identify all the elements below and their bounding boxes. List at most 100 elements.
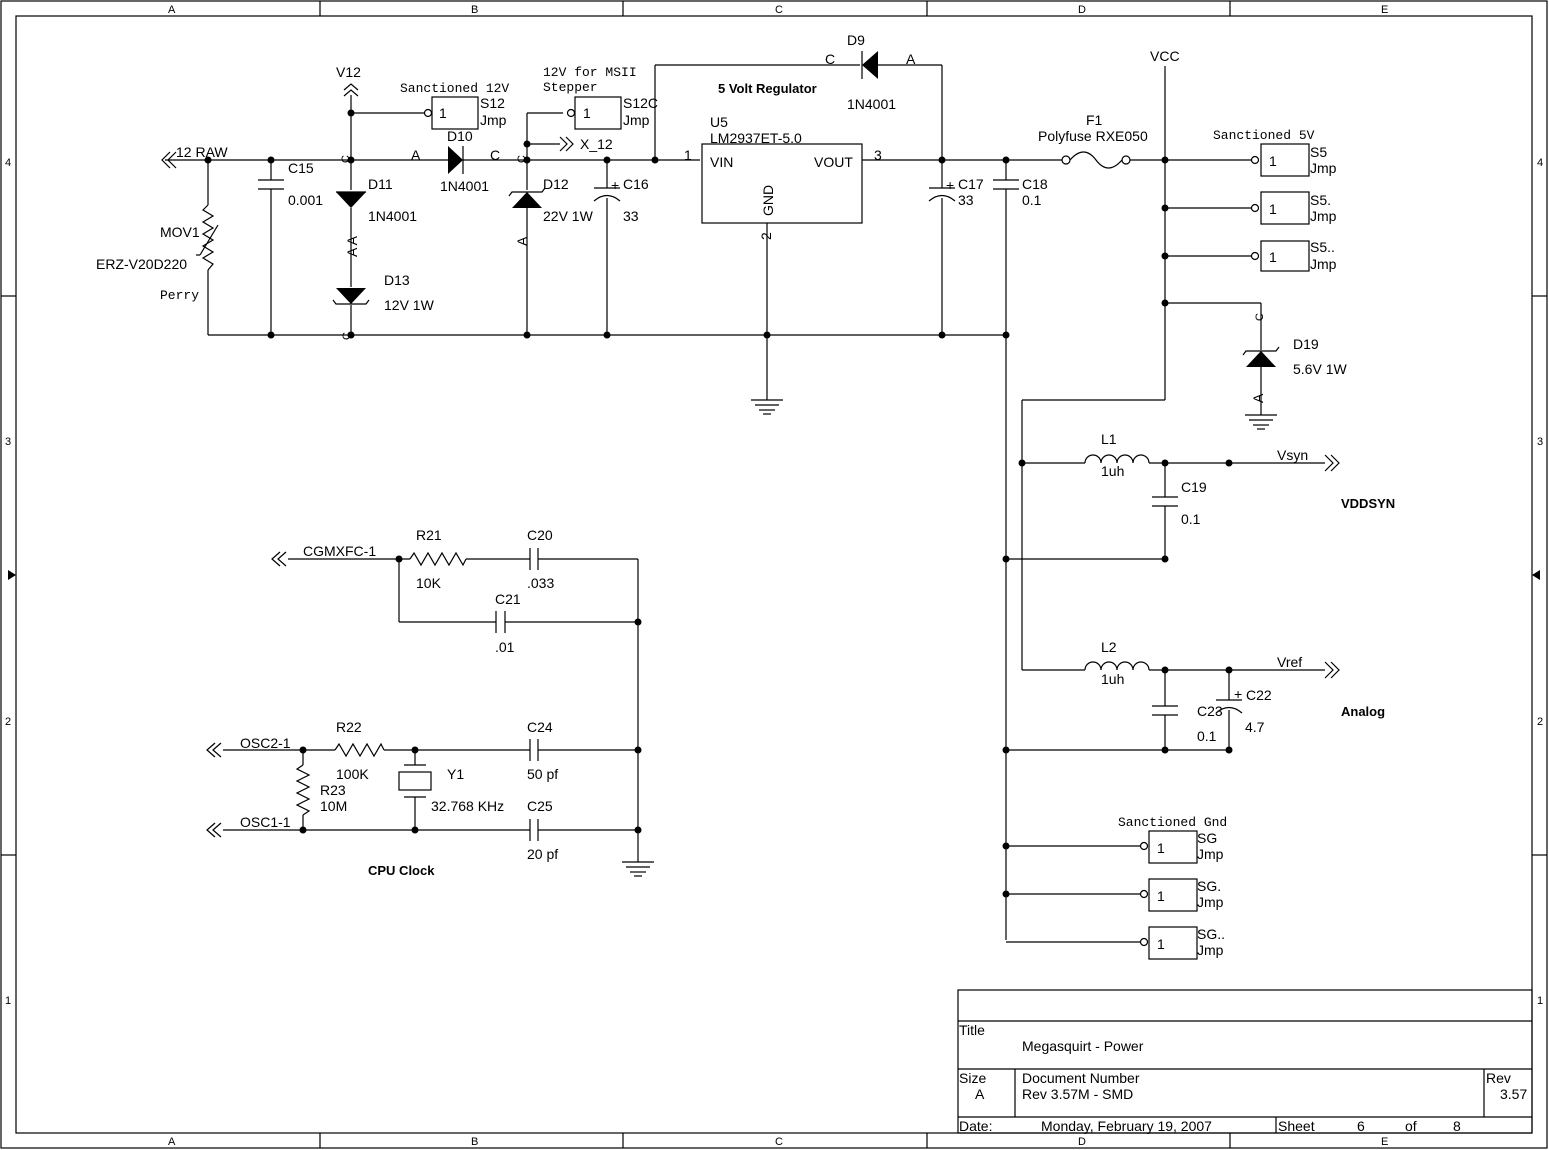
c21-value: .01 xyxy=(495,639,515,655)
raw12-connector: 12 RAW xyxy=(161,144,228,169)
d12: D12 22V 1W C A xyxy=(508,155,594,246)
r22-label: R22 xyxy=(336,719,362,735)
date-label: Date: xyxy=(959,1118,992,1134)
mov1-note: Perry xyxy=(160,288,199,303)
mov1-part: ERZ-V20D220 xyxy=(96,256,187,272)
sg-label: SG xyxy=(1197,830,1217,846)
sanctioned-5v-jumpers: Sanctioned 5V 1 S5 Jmp 1 S5. Jmp 1 S5.. … xyxy=(1165,128,1337,272)
svg-text:Jmp: Jmp xyxy=(1197,894,1224,910)
s12c-jumper: 12V for MSII Stepper 1 S12C Jmp xyxy=(543,65,658,130)
svg-text:1: 1 xyxy=(1269,249,1277,265)
date-value: Monday, February 19, 2007 xyxy=(1041,1118,1212,1134)
d19-value: 5.6V 1W xyxy=(1293,361,1347,377)
svg-text:C: C xyxy=(825,51,835,67)
stepper-label: Stepper xyxy=(543,80,598,95)
svg-text:GND: GND xyxy=(760,185,776,216)
c16-value: 33 xyxy=(623,208,639,224)
column-labels-top: A B C D E xyxy=(168,4,1388,16)
x12-net: X_12 xyxy=(559,136,613,152)
c23-value: 0.1 xyxy=(1197,728,1217,744)
sheet-total: 8 xyxy=(1453,1118,1461,1134)
sanctioned5-label: Sanctioned 5V xyxy=(1213,128,1315,143)
col-b: B xyxy=(471,4,478,16)
svg-text:1: 1 xyxy=(439,105,447,121)
of-label: of xyxy=(1405,1118,1417,1134)
oscillator-circuit: OSC2-1 OSC1-1 R22 100K R23 10M Y1 32.768… xyxy=(206,719,654,878)
d13: D13 12V 1W C xyxy=(332,272,435,340)
row-labels: 4 3 2 1 4 3 2 1 xyxy=(5,157,1543,1007)
s5b-label: S5.. xyxy=(1310,239,1335,255)
row-2: 2 xyxy=(1537,716,1543,728)
c15-value: 0.001 xyxy=(288,192,323,208)
svg-text:Jmp: Jmp xyxy=(1197,846,1224,862)
c19-label: C19 xyxy=(1181,479,1207,495)
v12-label: V12 xyxy=(336,64,361,80)
column-labels-bottom: A B C D E xyxy=(168,1136,1388,1148)
svg-text:A: A xyxy=(1250,393,1266,403)
col-a: A xyxy=(168,1136,176,1148)
row-1: 1 xyxy=(5,995,11,1007)
d13-label: D13 xyxy=(384,272,410,288)
vcc-label: VCC xyxy=(1150,48,1180,64)
s5-label: S5 xyxy=(1310,144,1327,160)
osc1-label: OSC1-1 xyxy=(240,814,291,830)
osc2-label: OSC2-1 xyxy=(240,735,291,751)
c16: + C16 33 xyxy=(593,176,649,224)
l2-label: L2 xyxy=(1101,639,1117,655)
col-e: E xyxy=(1381,1136,1388,1148)
svg-text:1: 1 xyxy=(583,105,591,121)
svg-text:Jmp: Jmp xyxy=(1197,942,1224,958)
col-e: E xyxy=(1381,4,1388,16)
c22-label: C22 xyxy=(1246,687,1272,703)
r22-value: 100K xyxy=(336,766,369,782)
d11-part: 1N4001 xyxy=(368,208,417,224)
col-b: B xyxy=(471,1136,478,1148)
c15: C15 0.001 xyxy=(258,160,323,208)
c25-label: C25 xyxy=(527,798,553,814)
y1-label: Y1 xyxy=(447,766,464,782)
c17-label: C17 xyxy=(958,176,984,192)
regulator-title: 5 Volt Regulator xyxy=(718,81,817,96)
cgmxfc-label: CGMXFC-1 xyxy=(303,543,376,559)
d19: D19 5.6V 1W C A xyxy=(1165,302,1347,430)
u5-regulator: 5 Volt Regulator U5 LM2937ET-5.0 VIN VOU… xyxy=(684,81,882,240)
title-value: Megasquirt - Power xyxy=(1022,1038,1144,1054)
d11-label: D11 xyxy=(368,176,393,192)
d10: D10 1N4001 A C xyxy=(411,128,500,194)
c21-label: C21 xyxy=(495,591,521,607)
vref-label: Vref xyxy=(1277,654,1302,670)
svg-text:C: C xyxy=(341,332,353,340)
d9: D9 1N4001 C A xyxy=(825,32,916,112)
svg-text:1: 1 xyxy=(1157,840,1165,856)
col-a: A xyxy=(168,4,176,16)
svg-text:Jmp: Jmp xyxy=(1310,160,1337,176)
cpu-clock-label: CPU Clock xyxy=(368,863,435,878)
u5-part: LM2937ET-5.0 xyxy=(710,130,802,146)
r21-value: 10K xyxy=(416,575,442,591)
f1-polyfuse: F1 Polyfuse RXE050 xyxy=(1038,112,1148,169)
svg-text:+: + xyxy=(1234,686,1242,702)
s12-label: S12 xyxy=(480,95,505,111)
sga-label: SG. xyxy=(1197,878,1221,894)
cgmxfc-filter: CGMXFC-1 R21 10K C20 .033 C21 .01 xyxy=(271,527,639,862)
c25-value: 20 pf xyxy=(527,846,558,862)
svg-text:C: C xyxy=(490,147,500,163)
svg-text:VIN: VIN xyxy=(710,154,733,170)
svg-text:Jmp: Jmp xyxy=(1310,256,1337,272)
svg-text:A: A xyxy=(514,236,530,246)
y1-value: 32.768 KHz xyxy=(431,798,504,814)
svg-text:A A: A A xyxy=(344,235,360,257)
mov1-label: MOV1 xyxy=(160,224,200,240)
r23-label: R23 xyxy=(320,782,346,798)
c22-value: 4.7 xyxy=(1245,719,1265,735)
sanctioned-gnd-jumpers: Sanctioned Gnd 1 SG Jmp 1 SG. Jmp 1 SG..… xyxy=(1006,815,1227,960)
row-1: 1 xyxy=(1537,995,1543,1007)
l2-value: 1uh xyxy=(1101,671,1124,687)
c24-label: C24 xyxy=(527,719,553,735)
svg-text:A: A xyxy=(411,147,421,163)
size-label: Size xyxy=(959,1070,986,1086)
svg-text:1: 1 xyxy=(1157,936,1165,952)
svg-text:3: 3 xyxy=(874,147,882,163)
c15-label: C15 xyxy=(288,160,314,176)
l1-value: 1uh xyxy=(1101,463,1124,479)
